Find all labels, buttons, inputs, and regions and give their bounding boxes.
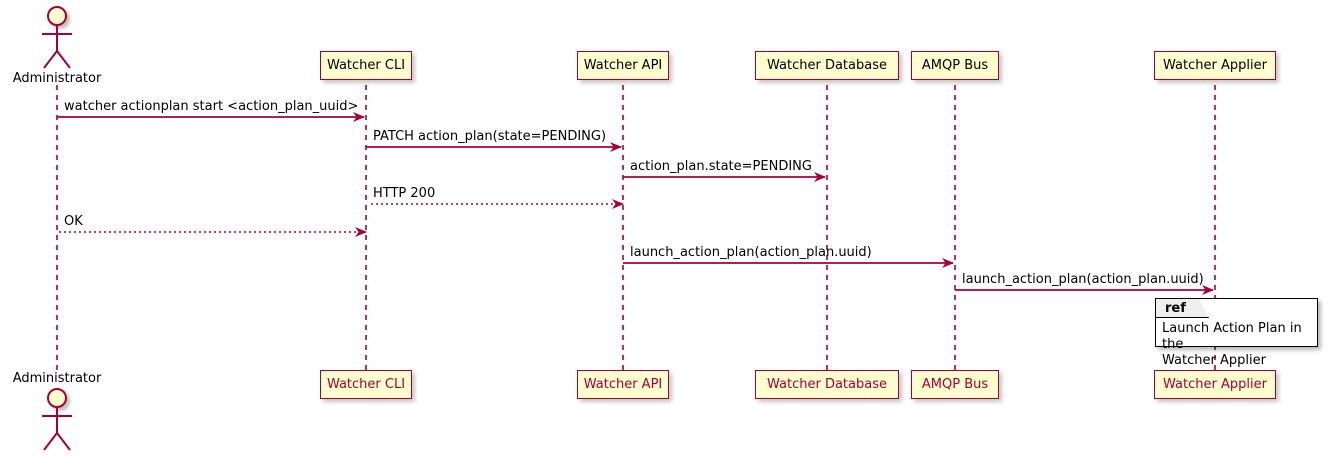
participant-watcher-database-bottom: Watcher Database <box>755 370 899 399</box>
participant-label: AMQP Bus <box>921 377 989 392</box>
participant-label: AMQP Bus <box>921 58 989 73</box>
actor-label-administrator-top: Administrator <box>12 71 102 86</box>
message-label-6: launch_action_plan(action_plan.uuid) <box>630 245 872 260</box>
participant-label: Watcher CLI <box>326 58 406 73</box>
participant-watcher-applier-top: Watcher Applier <box>1154 51 1276 80</box>
ref-keyword-tab: ref <box>1156 299 1209 318</box>
participant-label: Watcher API <box>583 58 663 73</box>
participant-amqp-bus-bottom: AMQP Bus <box>911 370 999 399</box>
actor-figure-administrator-top <box>42 6 72 69</box>
actor-figures-group <box>42 6 72 451</box>
lifelines-group <box>56 85 1216 370</box>
participant-watcher-cli-bottom: Watcher CLI <box>320 370 412 399</box>
actor-head-icon <box>47 388 67 408</box>
participant-watcher-api-bottom: Watcher API <box>577 370 669 399</box>
participant-label: Watcher Applier <box>1163 377 1267 392</box>
actor-head-icon <box>47 6 67 26</box>
participant-watcher-database-top: Watcher Database <box>755 51 899 80</box>
ref-body-text: Launch Action Plan in the Watcher Applie… <box>1162 321 1302 368</box>
message-label-5: OK <box>64 214 83 229</box>
participant-label: Watcher Database <box>767 377 887 392</box>
message-label-1: watcher actionplan start <action_plan_uu… <box>64 99 359 114</box>
participant-label: Watcher API <box>583 377 663 392</box>
message-label-3: action_plan.state=PENDING <box>630 159 812 174</box>
participant-amqp-bus-top: AMQP Bus <box>911 51 999 80</box>
message-label-2: PATCH action_plan(state=PENDING) <box>373 129 607 144</box>
actor-leg-right <box>56 432 71 451</box>
participant-label: Watcher CLI <box>326 377 406 392</box>
participant-label: Watcher Database <box>767 58 887 73</box>
participant-watcher-cli-top: Watcher CLI <box>320 51 412 80</box>
actor-label-administrator-bottom: Administrator <box>12 371 102 386</box>
participant-watcher-applier-bottom: Watcher Applier <box>1154 370 1276 399</box>
message-label-7: launch_action_plan(action_plan.uuid) <box>962 272 1204 287</box>
actor-leg-right <box>56 50 71 69</box>
actor-leg-left <box>43 50 58 69</box>
message-label-4: HTTP 200 <box>373 186 436 201</box>
participant-label: Watcher Applier <box>1163 58 1267 73</box>
participant-watcher-api-top: Watcher API <box>577 51 669 80</box>
message-arrows-group <box>57 112 1214 295</box>
actor-figure-administrator-bottom <box>42 388 72 451</box>
actor-leg-left <box>43 432 58 451</box>
